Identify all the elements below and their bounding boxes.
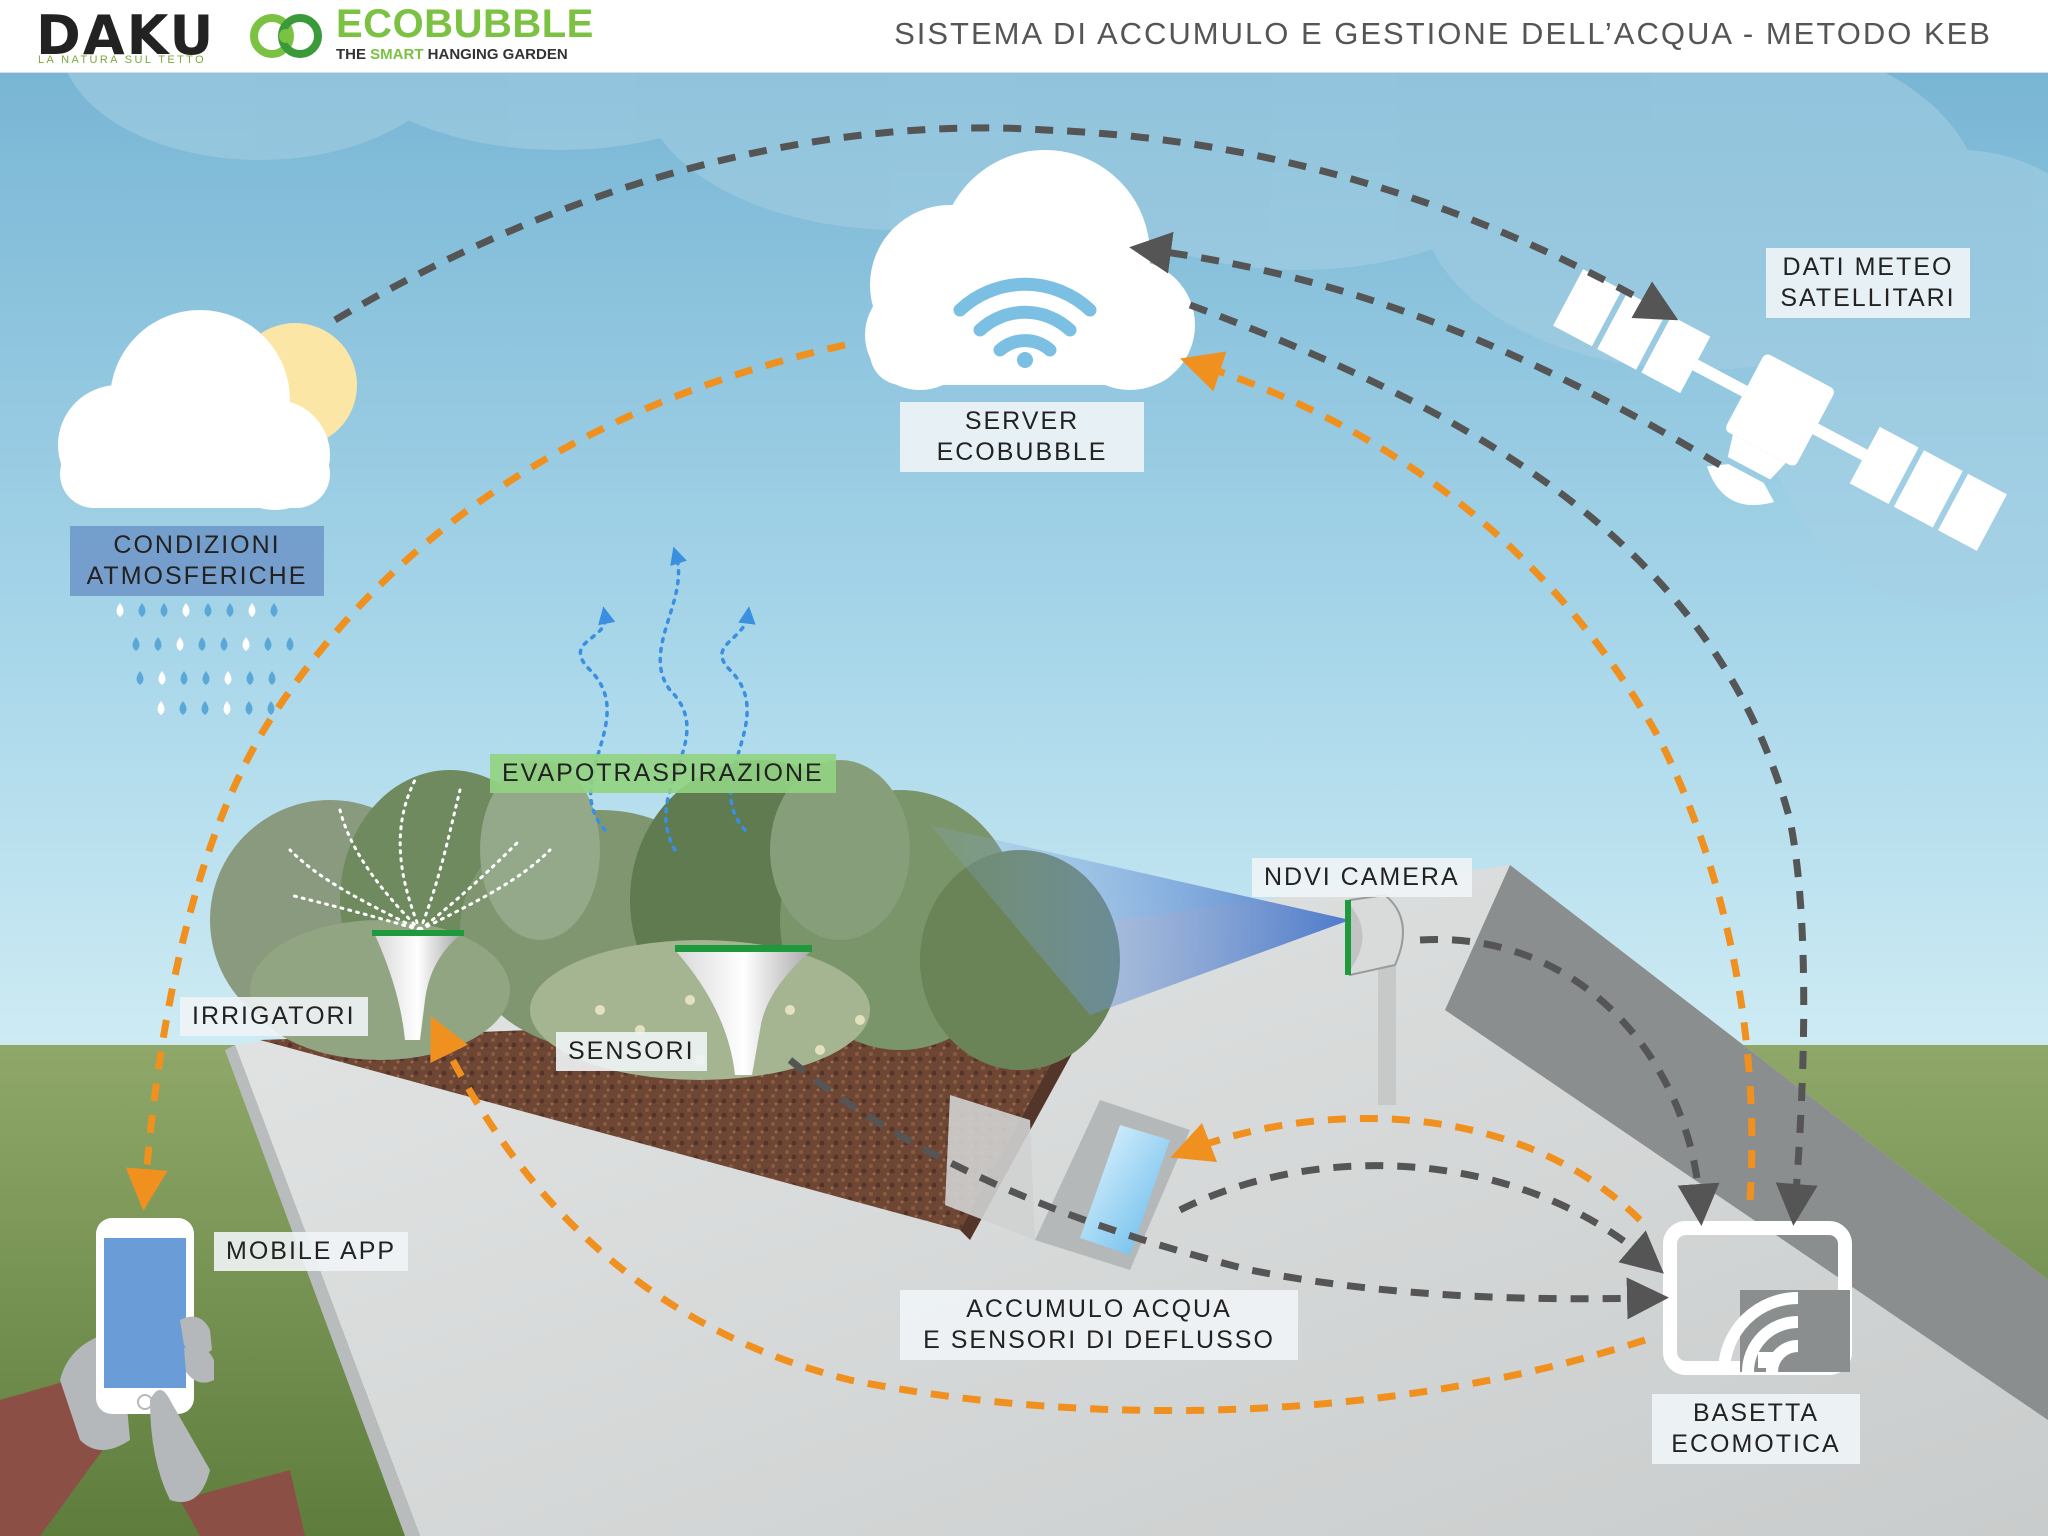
rain-drop <box>242 637 250 651</box>
rain-drop <box>245 701 253 715</box>
label-server-line1: SERVER <box>964 407 1080 435</box>
daku-tagline: LA NATURA SUL TETTO <box>38 54 207 66</box>
rain-drop <box>180 671 188 685</box>
flow-satellite-to-server <box>1129 231 1722 469</box>
rain-drop <box>286 637 294 651</box>
rain-drop <box>157 701 165 715</box>
rain-drop <box>179 701 187 715</box>
rain-drop <box>201 701 209 715</box>
rain-drop <box>223 701 231 715</box>
smartphone-icon <box>0 1218 305 1536</box>
rain-drop <box>160 603 168 617</box>
label-dati-meteo-satellitari: DATI METEO SATELLITARI <box>1766 248 1970 318</box>
ecobubble-tagline-pre: THE <box>336 46 371 63</box>
header-bar: DAKU LA NATURA SUL TETTO ECOBUBBLE THE S… <box>0 0 2048 73</box>
label-condizioni-line2: ATMOSFERICHE <box>86 562 308 590</box>
ndvi-camera-icon <box>1345 893 1404 1105</box>
ecomotic-device-icon <box>1663 1221 1852 1375</box>
flow-basetta-to-storage <box>1170 1114 1643 1223</box>
flow-basetta-to-sprinklers <box>430 1016 1647 1415</box>
flow-server-to-basetta <box>1188 301 1818 1226</box>
flow-sensors-to-basetta <box>787 1057 1669 1320</box>
water-storage-channel <box>945 1095 1190 1270</box>
rain-drop <box>158 671 166 685</box>
rain-drop <box>268 671 276 685</box>
rain-drop <box>246 671 254 685</box>
label-basetta-line2: ECOMOTICA <box>1671 1430 1841 1458</box>
flow-server-to-app <box>125 341 846 1211</box>
rain-drop <box>264 637 272 651</box>
rain-drop <box>202 671 210 685</box>
label-server-ecobubble: SERVER ECOBUBBLE <box>900 402 1144 472</box>
ecobubble-wordmark: ECOBUBBLE <box>336 2 594 46</box>
label-ndvi-camera: NDVI CAMERA <box>1252 858 1472 897</box>
label-basetta-line1: BASETTA <box>1692 1399 1820 1427</box>
ecobubble-logo-icon <box>250 14 322 58</box>
label-irrigatori: IRRIGATORI <box>180 997 368 1036</box>
ecobubble-tagline-post: HANGING GARDEN <box>423 46 568 63</box>
flow-weather-to-satellite <box>333 124 1679 324</box>
label-dati-meteo-line1: DATI METEO <box>1782 253 1954 281</box>
sprinkler-icon <box>372 930 464 1040</box>
soil-bed <box>260 1010 1080 1230</box>
ndvi-beam <box>930 825 1350 1015</box>
roof-wall <box>1445 865 2048 1420</box>
rain-drop <box>224 671 232 685</box>
rain-drop <box>176 637 184 651</box>
ecobubble-tagline-smart: SMART <box>370 46 424 63</box>
rain-drop <box>248 603 256 617</box>
ecobubble-tagline: THE SMART HANGING GARDEN <box>336 46 568 63</box>
label-condizioni-atmosferiche: CONDIZIONI ATMOSFERICHE <box>70 526 324 596</box>
flow-basetta-to-server <box>1180 351 1756 1201</box>
rain-drop <box>198 637 206 651</box>
rain-drop <box>270 603 278 617</box>
rain-drop <box>182 603 190 617</box>
label-condizioni-line1: CONDIZIONI <box>113 531 281 559</box>
label-sensori: SENSORI <box>556 1032 707 1071</box>
rain-drop <box>138 603 146 617</box>
rain-drop <box>154 637 162 651</box>
daku-logo: DAKU <box>36 4 216 67</box>
flow-storage-to-basetta <box>1178 1162 1664 1274</box>
page-title: SISTEMA DI ACCUMULO E GESTIONE DELL’ACQU… <box>894 16 1992 51</box>
rain-drop <box>132 637 140 651</box>
rain-drop <box>136 671 144 685</box>
rain-drop <box>116 603 124 617</box>
label-server-line2: ECOBUBBLE <box>936 438 1108 466</box>
label-dati-meteo-line2: SATELLITARI <box>1780 284 1956 312</box>
label-accumulo-line1: ACCUMULO ACQUA <box>966 1295 1232 1323</box>
rain-drop <box>204 603 212 617</box>
rain-drop <box>220 637 228 651</box>
sprinkler-spray <box>288 778 552 932</box>
sensor-funnel-icon <box>675 945 812 1075</box>
rain-drops-icon <box>116 603 294 715</box>
label-accumulo-acqua: ACCUMULO ACQUA E SENSORI DI DEFLUSSO <box>900 1290 1298 1360</box>
label-mobile-app: MOBILE APP <box>214 1232 409 1271</box>
cloud-wifi-icon <box>865 150 1195 390</box>
label-evapotraspirazione: EVAPOTRASPIRAZIONE <box>490 754 836 793</box>
label-basetta-ecomotica: BASETTA ECOMOTICA <box>1652 1394 1860 1464</box>
label-accumulo-line2: E SENSORI DI DEFLUSSO <box>923 1326 1275 1354</box>
rain-drop <box>267 701 275 715</box>
weather-cloud-sun-icon <box>58 310 357 510</box>
rain-drop <box>226 603 234 617</box>
